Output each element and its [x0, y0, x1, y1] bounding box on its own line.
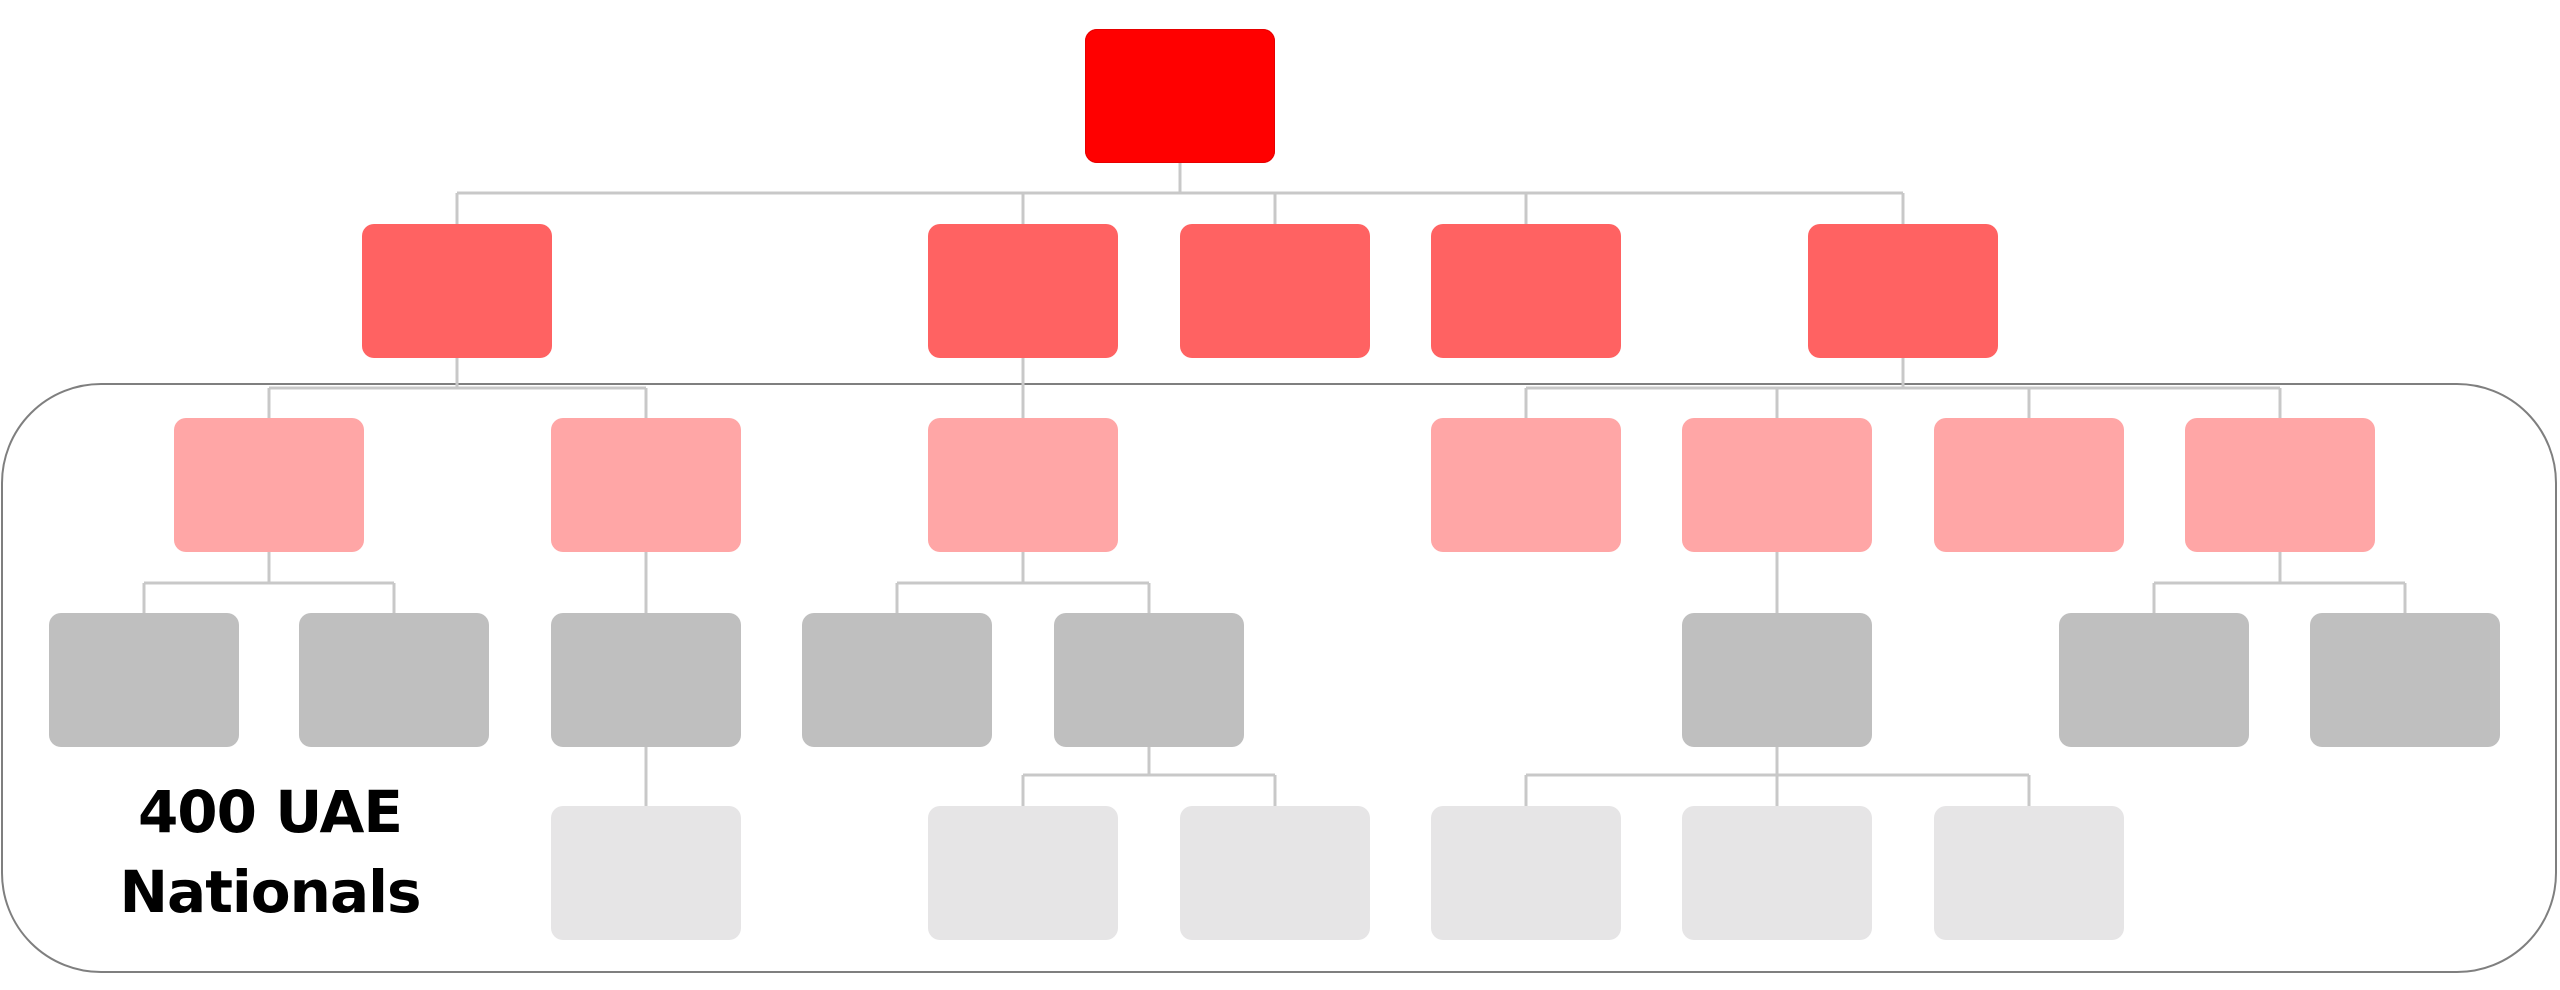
org-node-level-1: [1431, 224, 1621, 358]
group-label: 400 UAE Nationals: [90, 772, 450, 932]
org-node-level-0: [1085, 29, 1275, 163]
org-node-level-2: [928, 418, 1118, 552]
org-node-level-4: [1431, 806, 1621, 940]
org-node-level-3: [1682, 613, 1872, 747]
org-node-level-2: [2185, 418, 2375, 552]
org-node-level-1: [1180, 224, 1370, 358]
org-node-level-2: [1682, 418, 1872, 552]
org-node-level-1: [928, 224, 1118, 358]
org-node-level-2: [1934, 418, 2124, 552]
org-node-level-1: [362, 224, 552, 358]
org-node-level-2: [551, 418, 741, 552]
org-node-level-4: [551, 806, 741, 940]
org-node-level-3: [299, 613, 489, 747]
org-node-level-2: [174, 418, 364, 552]
group-label-line-2: Nationals: [119, 858, 422, 926]
org-node-level-3: [1054, 613, 1244, 747]
group-frame: [1, 383, 2557, 973]
org-node-level-3: [551, 613, 741, 747]
org-node-level-3: [2310, 613, 2500, 747]
org-node-level-4: [1180, 806, 1370, 940]
org-node-level-4: [928, 806, 1118, 940]
org-node-level-3: [2059, 613, 2249, 747]
org-node-level-2: [1431, 418, 1621, 552]
org-node-level-3: [802, 613, 992, 747]
group-label-line-1: 400 UAE: [137, 778, 403, 846]
org-node-level-4: [1682, 806, 1872, 940]
org-node-level-1: [1808, 224, 1998, 358]
org-node-level-3: [49, 613, 239, 747]
org-node-level-4: [1934, 806, 2124, 940]
